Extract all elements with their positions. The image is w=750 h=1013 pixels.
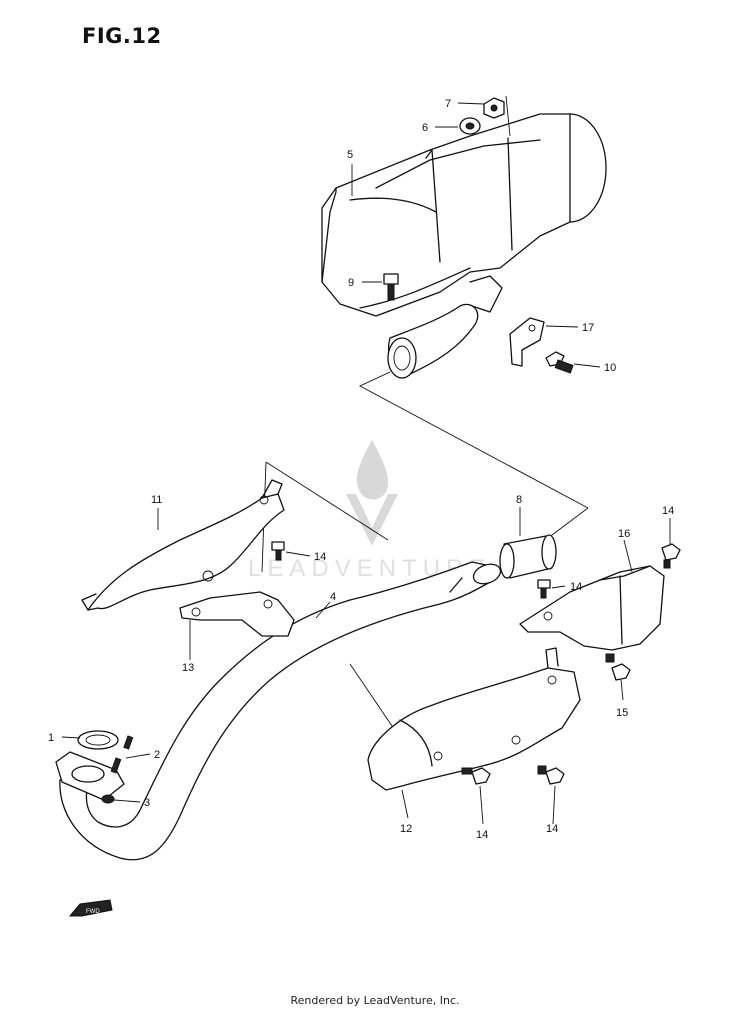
muffler-stud-line	[505, 95, 511, 137]
callout-11: 11	[151, 494, 162, 506]
front-direction-arrow: FWD	[68, 899, 113, 917]
callout-12: 12	[400, 823, 412, 835]
muffler[interactable]	[321, 113, 607, 379]
stud-bolt[interactable]	[110, 735, 134, 774]
shield-bolt-right-mid[interactable]	[537, 579, 551, 599]
callout-labels: 1 2 3 4 5 6 7 8 9 10 11 12 13 14 14 14 1…	[48, 98, 674, 841]
flange-nut[interactable]	[101, 794, 115, 804]
callout-15: 15	[616, 707, 628, 719]
lower-shield-bolt-right[interactable]	[537, 765, 565, 785]
callout-1: 1	[48, 732, 54, 744]
bracket-bolt[interactable]	[545, 351, 574, 374]
callout-14-lower-right: 14	[546, 823, 558, 835]
shield-bolt-right-top[interactable]	[661, 543, 681, 569]
callout-2: 2	[154, 749, 160, 761]
leader-lines	[61, 102, 671, 825]
heat-shield-muffler-joint[interactable]	[519, 565, 665, 651]
callout-7: 7	[445, 98, 451, 110]
callout-16: 16	[618, 528, 630, 540]
heat-shield-lower[interactable]	[367, 647, 581, 791]
callout-14-lower-left: 14	[476, 829, 488, 841]
callout-6: 6	[422, 122, 428, 134]
callout-14-upper-left: 14	[314, 551, 326, 563]
shield-bolt-lower[interactable]	[605, 653, 631, 681]
callout-9: 9	[348, 277, 354, 289]
callout-17: 17	[582, 322, 594, 334]
figure-title: FIG.12	[82, 24, 162, 48]
footer-credit: Rendered by LeadVenture, Inc.	[290, 994, 460, 1007]
callout-14-center: 14	[570, 581, 582, 593]
leadventure-watermark: LEADVENTURE	[248, 440, 485, 582]
callout-4: 4	[330, 591, 336, 603]
lower-shield-bolt-left[interactable]	[461, 767, 491, 785]
callout-14-right: 14	[662, 505, 674, 517]
callout-5: 5	[347, 149, 353, 161]
exhaust-gasket[interactable]	[77, 730, 119, 750]
callout-3: 3	[144, 797, 150, 809]
exhaust-pipe[interactable]	[55, 561, 503, 861]
heat-shield-upper[interactable]	[81, 479, 285, 611]
heat-shield-middle[interactable]	[179, 591, 295, 637]
front-arrow-label: FWD	[86, 909, 100, 915]
callout-13: 13	[182, 662, 194, 674]
callout-8: 8	[516, 494, 522, 506]
muffler-bracket[interactable]	[509, 317, 545, 367]
exhaust-joint-sleeve[interactable]	[499, 534, 557, 579]
shield-bolt-upper[interactable]	[271, 541, 285, 561]
muffler-mount-bolt[interactable]	[383, 273, 399, 301]
cap-nut[interactable]	[483, 97, 505, 119]
callout-10: 10	[604, 362, 616, 374]
grommet[interactable]	[459, 117, 481, 135]
